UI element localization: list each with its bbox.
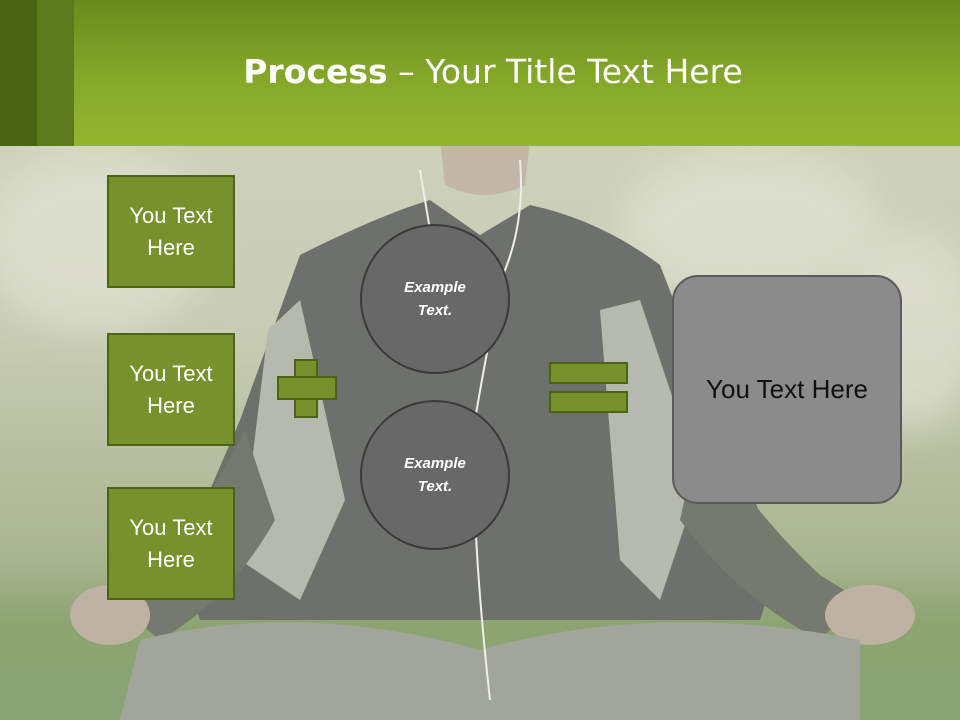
equals-top-bar — [549, 362, 628, 384]
result-box[interactable]: You Text Here — [672, 275, 902, 504]
plus-horizontal-bar — [277, 376, 337, 400]
example-circle-1[interactable]: Example Text. — [360, 224, 510, 374]
title-rest-text: – Your Title Text Here — [387, 52, 743, 91]
text-box-3[interactable]: You Text Here — [107, 487, 235, 600]
circle-label: Example Text. — [404, 279, 466, 319]
equals-bottom-bar — [549, 391, 628, 413]
header-stripe — [37, 0, 74, 146]
text-box-label: You Text Here — [129, 360, 213, 418]
example-circle-2[interactable]: Example Text. — [360, 400, 510, 550]
slide-title[interactable]: Process – Your Title Text Here — [0, 52, 960, 91]
title-bold-text: Process — [243, 52, 388, 91]
result-label: You Text Here — [706, 374, 868, 404]
text-box-label: You Text Here — [129, 514, 213, 572]
text-box-label: You Text Here — [129, 202, 213, 260]
header-stripe — [0, 0, 37, 146]
text-box-2[interactable]: You Text Here — [107, 333, 235, 446]
circle-label: Example Text. — [404, 455, 466, 495]
header-bar: Process – Your Title Text Here — [0, 0, 960, 146]
text-box-1[interactable]: You Text Here — [107, 175, 235, 288]
